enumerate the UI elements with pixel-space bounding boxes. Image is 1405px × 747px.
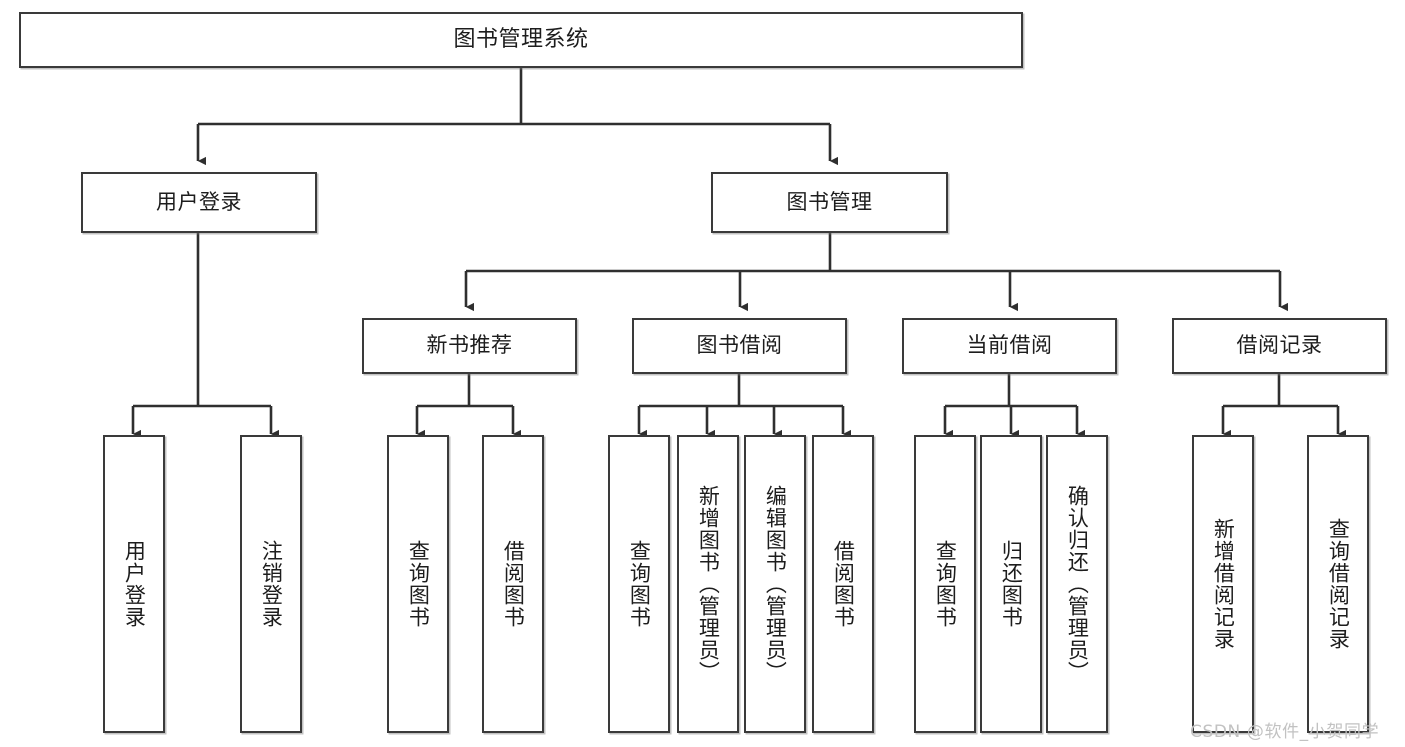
leaf-user-login-signin[interactable]: 用户登录 bbox=[103, 435, 165, 733]
leaf-borrow-record-query-record[interactable]: 查询借阅记录 bbox=[1307, 435, 1369, 733]
leaf-new-book-borrow-book[interactable]: 借阅图书 bbox=[482, 435, 544, 733]
leaf-book-borrow-query-book[interactable]: 查询图书 bbox=[608, 435, 670, 733]
node-user-login[interactable]: 用户登录 bbox=[81, 172, 317, 233]
leaf-book-borrow-borrow-book[interactable]: 借阅图书 bbox=[812, 435, 874, 733]
node-root-system[interactable]: 图书管理系统 bbox=[19, 12, 1023, 68]
node-book-borrow[interactable]: 图书借阅 bbox=[632, 318, 847, 374]
node-current-borrow[interactable]: 当前借阅 bbox=[902, 318, 1117, 374]
leaf-user-login-signout[interactable]: 注销登录 bbox=[240, 435, 302, 733]
node-book-management[interactable]: 图书管理 bbox=[711, 172, 948, 233]
leaf-current-borrow-confirm-return-admin[interactable]: 确认归还（管理员） bbox=[1046, 435, 1108, 733]
leaf-book-borrow-add-book-admin[interactable]: 新增图书（管理员） bbox=[677, 435, 739, 733]
leaf-borrow-record-add-record[interactable]: 新增借阅记录 bbox=[1192, 435, 1254, 733]
leaf-new-book-query-book[interactable]: 查询图书 bbox=[387, 435, 449, 733]
leaf-book-borrow-edit-book-admin[interactable]: 编辑图书（管理员） bbox=[744, 435, 806, 733]
node-borrow-record[interactable]: 借阅记录 bbox=[1172, 318, 1387, 374]
leaf-current-borrow-return-book[interactable]: 归还图书 bbox=[980, 435, 1042, 733]
node-new-book-recommend[interactable]: 新书推荐 bbox=[362, 318, 577, 374]
csdn-watermark: CSDN @软件_小贺同学 bbox=[1190, 722, 1380, 742]
leaf-current-borrow-query-book[interactable]: 查询图书 bbox=[914, 435, 976, 733]
